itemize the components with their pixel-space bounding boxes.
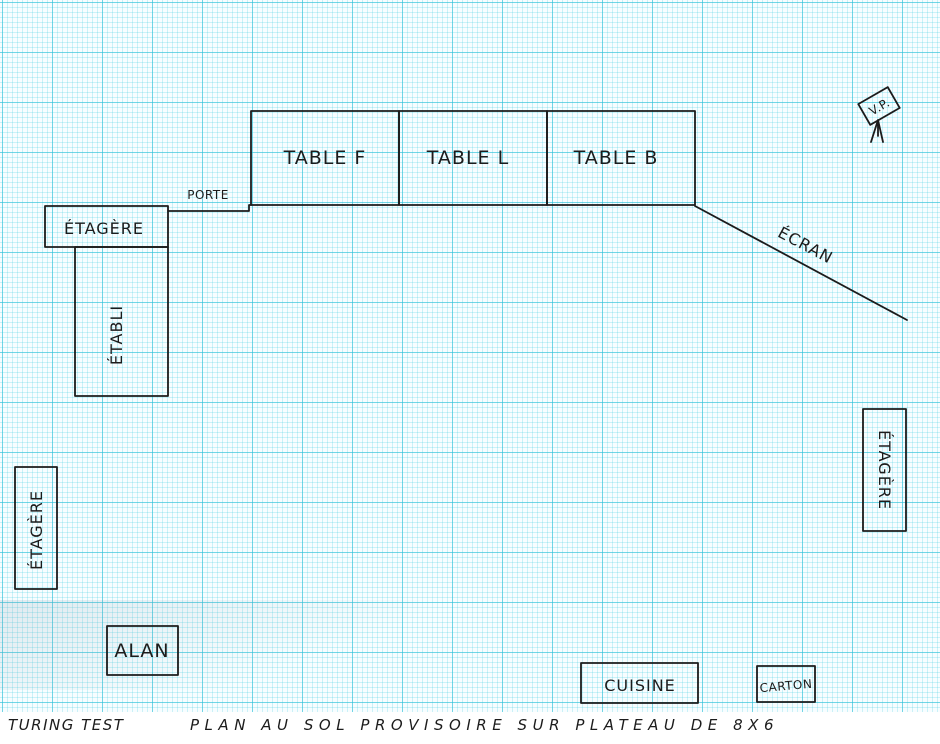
vp-box	[857, 86, 901, 126]
cuisine-label: CUISINE	[604, 676, 676, 695]
cuisine-outline	[580, 662, 699, 704]
cuisine: CUISINE	[580, 662, 699, 704]
porte-label: PORTE	[187, 188, 229, 202]
etabli-outline	[74, 246, 169, 397]
etagere-right-label: ÉTAGÈRE	[875, 430, 894, 510]
vp-projector: V.P.	[857, 86, 901, 143]
vp-tripod-icon	[870, 119, 884, 143]
alan-label: ALAN	[114, 640, 169, 662]
etabli: ÉTABLI	[74, 246, 169, 397]
table-b: TABLE B	[546, 110, 696, 206]
etagere-top-left: ÉTAGÈRE	[44, 205, 169, 248]
carton-label: CARTON	[759, 677, 813, 696]
table-l: TABLE L	[398, 110, 548, 206]
footer-project: TURING TEST	[8, 716, 125, 734]
table-f: TABLE F	[250, 110, 400, 206]
etabli-label: ÉTABLI	[107, 305, 126, 365]
porte-wall	[167, 204, 252, 212]
etagere-left-label: ÉTAGÈRE	[27, 490, 46, 570]
etagere-left-outline	[14, 466, 58, 590]
footer-title: PLAN AU SOL PROVISOIRE SUR PLATEAU DE 8X…	[190, 716, 775, 734]
etagere-left: ÉTAGÈRE	[14, 466, 58, 590]
table-f-label: TABLE F	[283, 147, 367, 169]
etagere-top-left-label: ÉTAGÈRE	[64, 219, 144, 238]
ecran-line	[694, 205, 908, 321]
carton: CARTON	[756, 665, 816, 703]
alan-outline	[106, 625, 179, 676]
etagere-right-outline	[862, 408, 907, 532]
table-b-outline	[546, 110, 696, 206]
table-l-label: TABLE L	[426, 147, 509, 169]
graph-paper-sheet	[0, 0, 940, 712]
porte: PORTE	[167, 188, 252, 212]
alan: ALAN	[106, 625, 179, 676]
ecran: ÉCRAN	[694, 205, 908, 321]
carton-outline	[756, 665, 816, 703]
etagere-right: ÉTAGÈRE	[862, 408, 907, 532]
ecran-label: ÉCRAN	[775, 223, 837, 268]
table-b-label: TABLE B	[573, 147, 659, 169]
